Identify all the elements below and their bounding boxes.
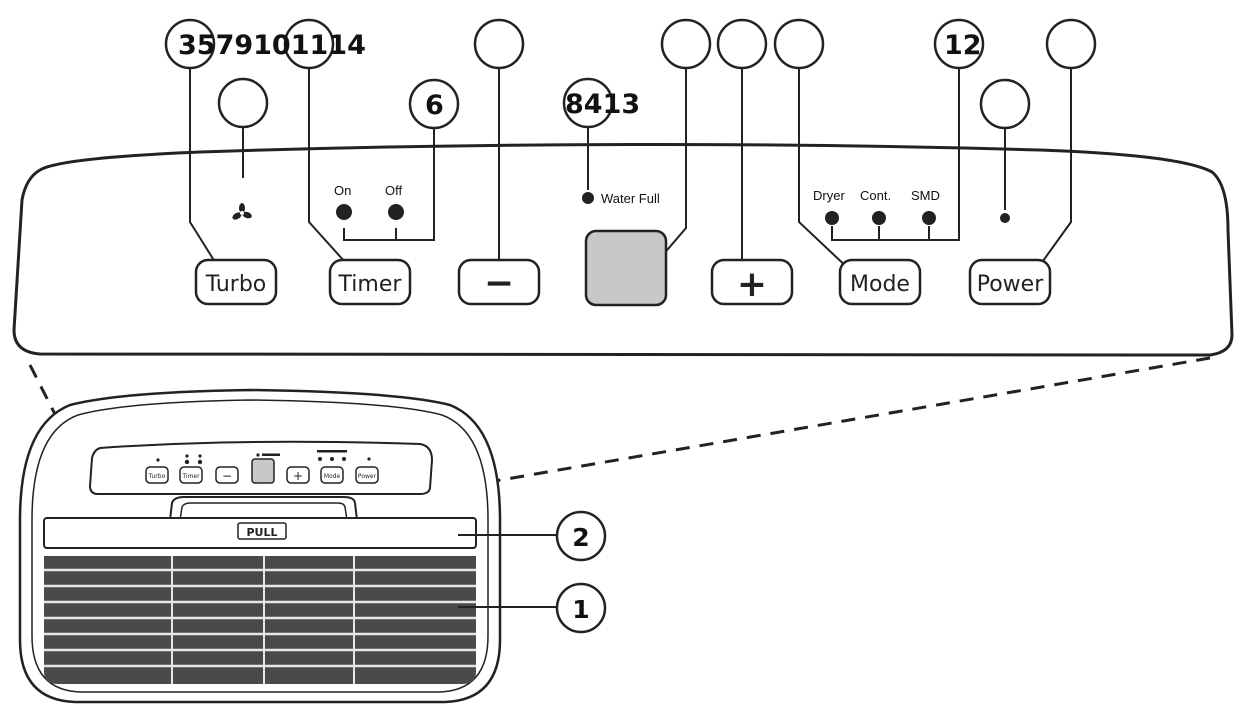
callout-label-front-panel: 2 bbox=[572, 523, 589, 552]
timer-off-led-icon bbox=[388, 204, 404, 220]
water-full-label: Water Full bbox=[601, 191, 660, 206]
minus-button-label: − bbox=[484, 263, 514, 304]
callout-label-left: 3579101114 bbox=[178, 30, 366, 61]
callout-label-timer: 6 bbox=[425, 90, 444, 121]
mini-mode-label: Mode bbox=[324, 473, 341, 480]
power-button[interactable]: Power bbox=[968, 258, 1052, 306]
mini-timer-label: Timer bbox=[181, 473, 200, 480]
water-full-led-icon bbox=[582, 192, 594, 204]
plus-button-label: + bbox=[737, 264, 767, 305]
callout-label-mode: 12 bbox=[944, 30, 982, 61]
mini-power-label: Power bbox=[358, 473, 377, 480]
pull-label: PULL bbox=[246, 526, 277, 539]
callout-circle-1 bbox=[555, 582, 607, 634]
smd-label: SMD bbox=[911, 188, 940, 203]
timer-on-label: On bbox=[334, 183, 351, 198]
zoom-lines bbox=[28, 356, 1211, 495]
cont-led-icon bbox=[872, 211, 886, 225]
mode-button[interactable]: Mode bbox=[838, 258, 922, 306]
turbo-button[interactable]: Turbo bbox=[194, 258, 278, 306]
mini-buttons bbox=[145, 458, 379, 484]
power-led-icon bbox=[1000, 213, 1010, 223]
callout-label-grille: 1 bbox=[572, 595, 589, 624]
mini-indicators bbox=[156, 450, 371, 465]
mini-minus-label: − bbox=[222, 469, 232, 483]
smd-led-icon bbox=[922, 211, 936, 225]
minus-button[interactable]: − bbox=[457, 258, 541, 306]
handle bbox=[169, 496, 358, 521]
mini-turbo-label: Turbo bbox=[148, 473, 166, 480]
air-grille bbox=[44, 556, 476, 684]
pull-tab[interactable] bbox=[237, 522, 287, 540]
leader-lines bbox=[189, 68, 1072, 273]
turbo-button-label: Turbo bbox=[205, 272, 267, 297]
timer-button[interactable]: Timer bbox=[328, 258, 412, 306]
dryer-label: Dryer bbox=[813, 188, 845, 203]
timer-button-label: Timer bbox=[338, 272, 403, 297]
timer-off-label: Off bbox=[385, 183, 402, 198]
handle-inner bbox=[179, 502, 348, 521]
power-button-label: Power bbox=[977, 272, 1044, 297]
dryer-led-icon bbox=[825, 211, 839, 225]
plus-button[interactable]: + bbox=[710, 258, 794, 306]
fan-icon bbox=[232, 203, 252, 220]
device-body-inner bbox=[31, 399, 489, 693]
digital-display bbox=[584, 229, 668, 307]
mode-button-label: Mode bbox=[850, 272, 910, 297]
mini-plus-label: + bbox=[293, 469, 303, 483]
cont-label: Cont. bbox=[860, 188, 891, 203]
callout-circle-2 bbox=[555, 510, 607, 562]
callout-circles-top bbox=[164, 18, 1097, 130]
timer-on-led-icon bbox=[336, 204, 352, 220]
callout-label-water-full: 8413 bbox=[565, 89, 640, 120]
